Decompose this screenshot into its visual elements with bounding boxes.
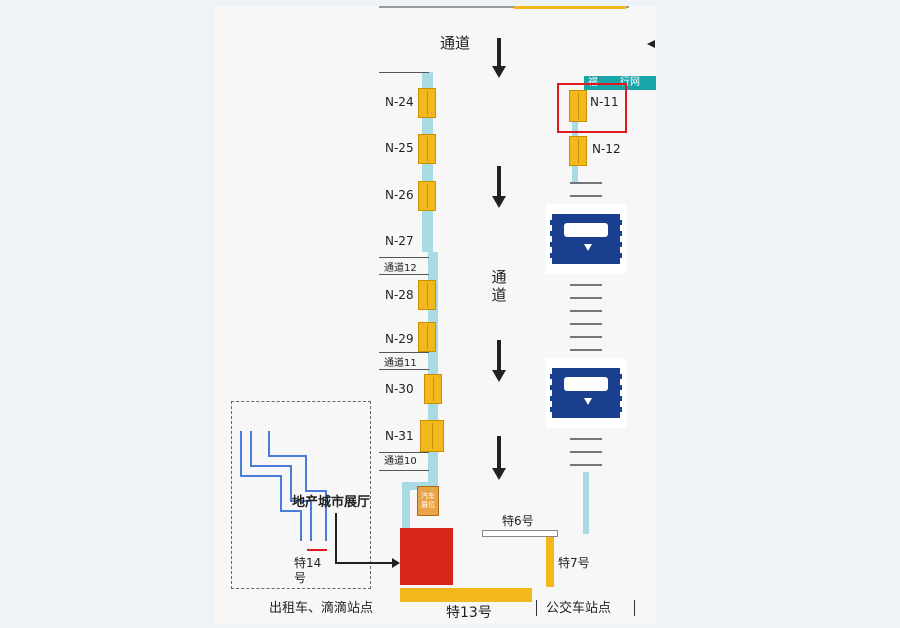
separator-line xyxy=(379,352,429,353)
lane-dash xyxy=(570,323,602,325)
exhibition-hall-label: 地产城市展厅 xyxy=(292,495,371,510)
t14-label: 特14 xyxy=(294,556,322,570)
stall-label: N-31 xyxy=(385,429,414,443)
lane-dash xyxy=(570,284,602,286)
passage-label: 通道11 xyxy=(384,358,417,369)
right-walkway-bottom xyxy=(583,472,589,534)
down-arrow-icon xyxy=(492,436,506,480)
stall-label: N-11 xyxy=(590,95,619,109)
left-arrow-icon xyxy=(647,40,655,48)
stall-n25[interactable] xyxy=(418,134,436,164)
highlight-box xyxy=(557,83,627,133)
stall-n12[interactable] xyxy=(569,136,587,166)
exhibition-hall[interactable] xyxy=(400,528,453,585)
down-arrow-icon xyxy=(492,38,506,78)
bus-arrow xyxy=(584,398,592,405)
t13-bar xyxy=(400,588,532,602)
separator-line xyxy=(379,274,429,275)
bus-arrow xyxy=(584,244,592,251)
lane-dash xyxy=(570,336,602,338)
taxi-stop-label: 出租车、滴滴站点 xyxy=(269,601,374,616)
passage-label: 通道10 xyxy=(384,456,417,467)
stall-label: N-28 xyxy=(385,288,414,302)
hall-pointer xyxy=(335,513,400,568)
passage-label: 通道12 xyxy=(384,263,417,274)
bus-body xyxy=(564,377,608,391)
corridor-label-middle: 通 道 xyxy=(490,268,508,304)
lane-dash xyxy=(570,182,602,184)
separator-line xyxy=(379,470,429,471)
stall-n31[interactable] xyxy=(420,420,444,452)
stall-n28[interactable] xyxy=(418,280,436,310)
bus-stop-label: 公交车站点 xyxy=(546,601,612,616)
stall-n30[interactable] xyxy=(424,374,442,404)
separator-line xyxy=(379,452,429,453)
t13-label: 特13号 xyxy=(446,605,492,621)
separator-line xyxy=(379,72,429,73)
bottom-divider xyxy=(536,600,537,616)
stall-label: N-24 xyxy=(385,95,414,109)
stall-label: N-27 xyxy=(385,234,414,248)
lane-dash xyxy=(570,297,602,299)
t6-label: 特6号 xyxy=(502,514,534,528)
stall-label: N-25 xyxy=(385,141,414,155)
lane-dash xyxy=(570,195,602,197)
t7-label: 特7号 xyxy=(558,556,590,570)
stall-label: N-29 xyxy=(385,332,414,346)
bus-sign-icon xyxy=(546,358,626,428)
left-walkway-lower xyxy=(428,252,438,482)
t6-bar xyxy=(482,530,558,537)
stall-n24[interactable] xyxy=(418,88,436,118)
corridor-char: 通 xyxy=(491,268,507,286)
bus-sign-icon xyxy=(546,204,626,274)
separator-line xyxy=(379,257,429,258)
t14-marker xyxy=(307,549,327,551)
lane-dash xyxy=(570,451,602,453)
stall-label: N-12 xyxy=(592,142,621,156)
teal-tag-suffix: 行网 xyxy=(620,77,640,88)
bus-body xyxy=(564,223,608,237)
top-strip-yellow xyxy=(514,6,626,9)
down-arrow-icon xyxy=(492,340,506,382)
lane-dash xyxy=(570,464,602,466)
venue-map: 通道 N-24 N-25 N-26 N-27 通道12 N-28 N-29 通道… xyxy=(214,6,656,624)
corridor-char: 道 xyxy=(491,286,507,304)
lane-dash xyxy=(570,310,602,312)
car-booth-tag: 汽车 展位 xyxy=(417,486,439,516)
lane-dash xyxy=(570,438,602,440)
t7-bar xyxy=(546,537,554,587)
stall-label: N-30 xyxy=(385,382,414,396)
stall-n11[interactable] xyxy=(569,90,587,122)
top-strip-line xyxy=(379,6,629,8)
taxi-route-paths xyxy=(240,431,327,541)
corridor-label-top: 通道 xyxy=(440,34,471,52)
separator-line xyxy=(379,369,429,370)
stall-label: N-26 xyxy=(385,188,414,202)
lane-dash xyxy=(570,349,602,351)
bottom-divider xyxy=(634,600,635,616)
stall-n26[interactable] xyxy=(418,181,436,211)
t14-label-line2: 号 xyxy=(294,571,307,585)
down-arrow-icon xyxy=(492,166,506,208)
taxi-zone xyxy=(231,401,371,589)
teal-tag-text: 福 xyxy=(588,77,598,88)
stall-n29[interactable] xyxy=(418,322,436,352)
